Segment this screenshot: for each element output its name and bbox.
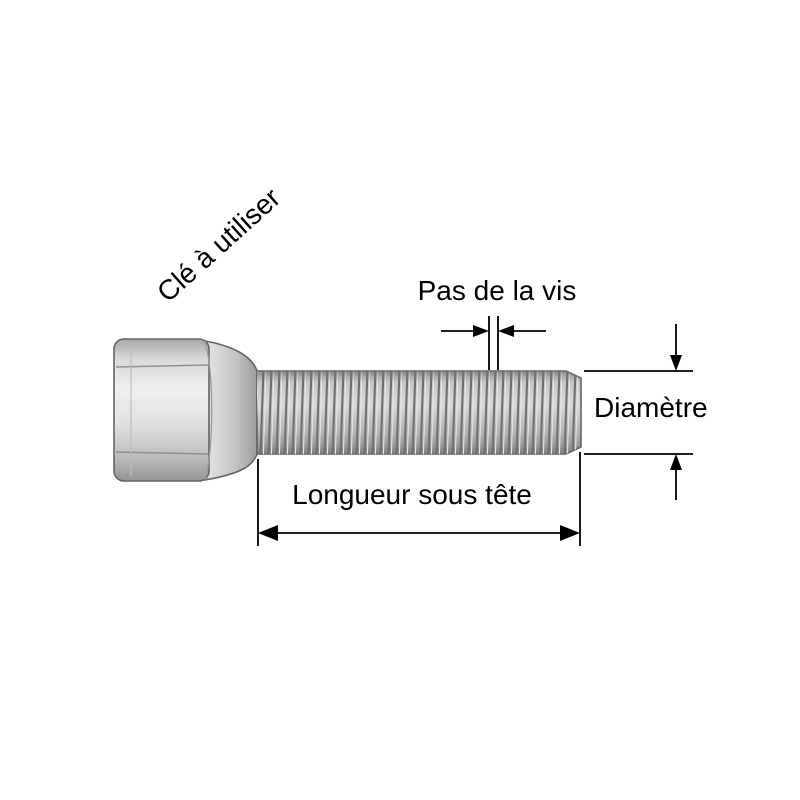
bolt-cone-seat — [204, 340, 258, 481]
diameter-arrow-top-head — [670, 355, 682, 371]
dimension-diameter: Diamètre — [584, 324, 708, 500]
head-cone-junction-line — [204, 340, 213, 481]
pitch-arrow-right-head — [498, 325, 514, 337]
wrench-label: Clé à utiliser — [151, 182, 286, 308]
diameter-arrow-bottom-head — [670, 454, 682, 470]
length-arrow-right-head — [560, 525, 580, 541]
diameter-label: Diamètre — [594, 392, 708, 423]
bolt-hex-head — [113, 338, 210, 482]
dimension-pitch: Pas de la vis — [418, 275, 577, 370]
pitch-arrow-left-head — [473, 325, 489, 337]
annotation-wrench: Clé à utiliser — [151, 182, 286, 308]
dimension-length: Longueur sous tête — [257, 452, 581, 546]
thread-texture — [257, 371, 581, 454]
bolt-drawing — [113, 338, 582, 482]
pitch-label: Pas de la vis — [418, 275, 577, 306]
length-label: Longueur sous tête — [292, 479, 532, 510]
length-arrow-left-head — [258, 525, 278, 541]
